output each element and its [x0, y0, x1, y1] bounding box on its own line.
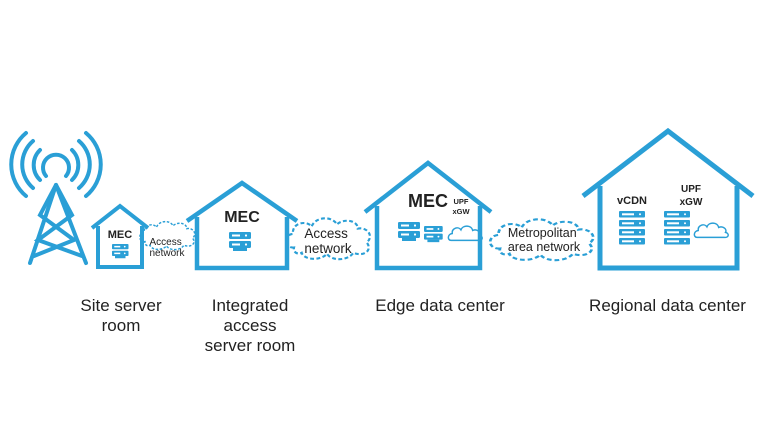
integrated-mec-label: MEC — [224, 209, 260, 226]
site-mec-label: MEC — [108, 229, 133, 241]
caption-edge-data-center: Edge data center — [375, 296, 505, 315]
cloud-icon — [693, 222, 729, 239]
regional-data-center-house: vCDN UPF xGW — [581, 127, 755, 271]
edge-mec-label: MEC — [408, 191, 448, 211]
server-icon — [424, 226, 443, 243]
access-network-small-label: Access network — [149, 237, 185, 259]
regional-vcdn-label: vCDN — [617, 195, 647, 207]
integrated-access-house: MEC — [185, 180, 299, 271]
site-server-room-house: MEC — [90, 203, 150, 269]
caption-regional-data-center: Regional data center — [589, 296, 746, 315]
edge-upf-label: UPF — [454, 197, 469, 206]
regional-upf-label: UPF — [681, 184, 701, 195]
server-rack-icon — [664, 211, 690, 245]
access-network-medium-label: Access network — [304, 226, 352, 256]
server-icon — [229, 232, 251, 251]
regional-xgw-label: xGW — [680, 197, 703, 208]
metropolitan-network-label: Metropolitan area network — [508, 226, 581, 254]
edge-data-center-house: MEC UPF xGW — [363, 160, 493, 271]
tower-icon — [9, 131, 103, 265]
server-icon — [398, 222, 420, 241]
server-icon — [112, 244, 129, 259]
cloud-icon — [447, 225, 483, 242]
edge-xgw-label: xGW — [452, 207, 470, 216]
server-rack-icon — [619, 211, 645, 245]
